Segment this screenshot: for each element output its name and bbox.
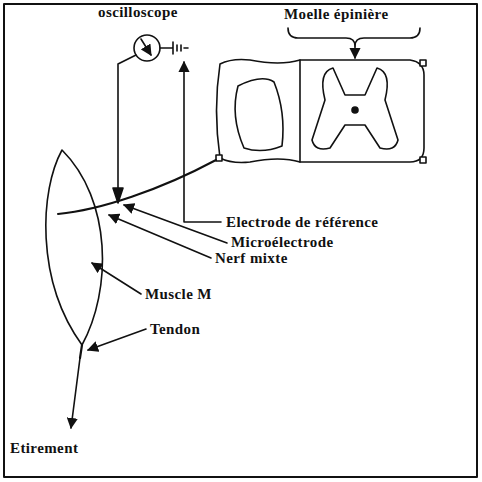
root-junction [420, 157, 426, 163]
part-label: Electrode de référence [226, 214, 378, 231]
spinal-cord-outline [217, 60, 425, 163]
root-junction [420, 60, 426, 66]
central-canal [352, 107, 358, 113]
oscilloscope-symbol [134, 35, 160, 61]
part-label: Nerf mixte [215, 250, 288, 267]
part-label: Tendon [150, 321, 200, 338]
leader-line [92, 263, 141, 294]
mixed-nerve [58, 160, 216, 214]
tendon [80, 345, 82, 358]
leader-line [184, 62, 221, 222]
part-label: Etirement [10, 440, 78, 457]
microelectrode-wire [118, 55, 136, 188]
ground-symbol [160, 42, 188, 54]
white-matter-region [235, 79, 283, 151]
part-label: Moelle épinière [284, 6, 388, 23]
brace [288, 28, 420, 46]
leader-line [124, 205, 227, 243]
part-label: oscilloscope [98, 4, 178, 21]
oscilloscope-needle [141, 39, 151, 55]
leader-line [88, 329, 146, 350]
brace-arrow [354, 46, 356, 58]
part-label: Microélectrode [231, 234, 334, 251]
grey-matter [312, 68, 398, 149]
leader-line [109, 215, 211, 258]
stretch-arrow [71, 358, 80, 428]
part-label: Muscle M [145, 286, 212, 303]
muscle-outline [46, 150, 103, 345]
cord-boundary [299, 60, 301, 162]
frame [4, 4, 477, 477]
